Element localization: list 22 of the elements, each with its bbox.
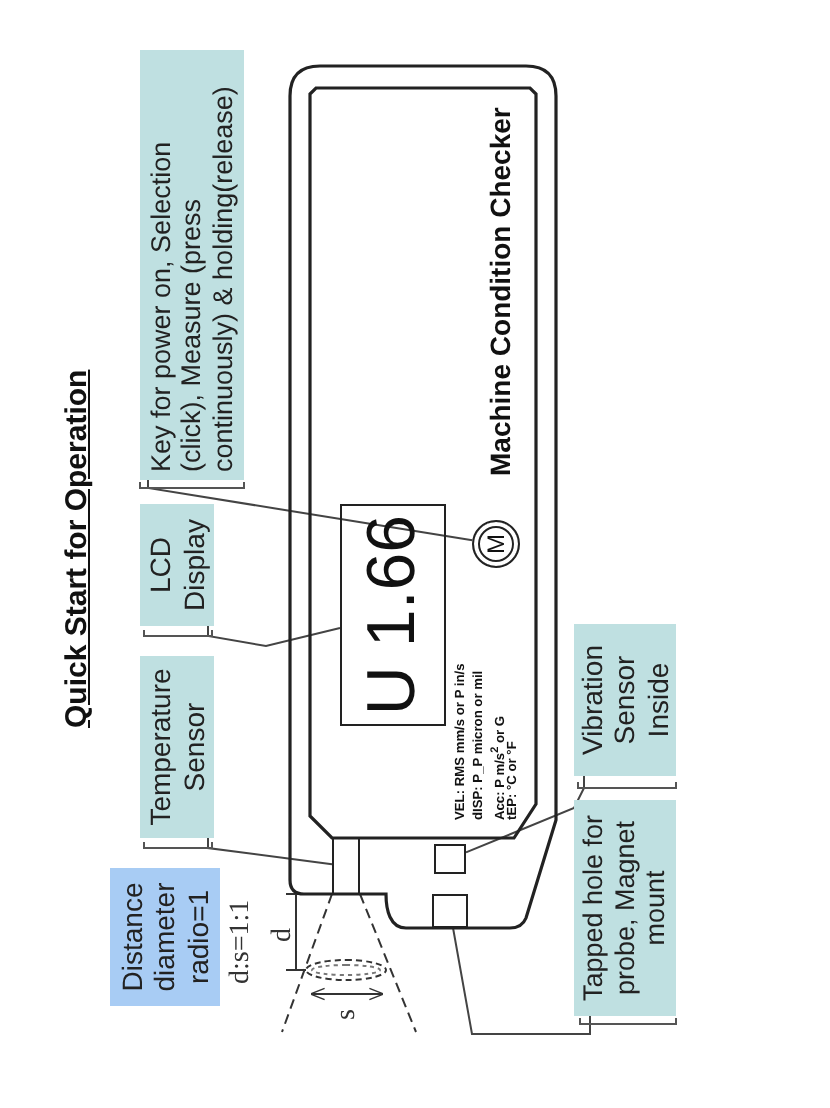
dimension-label: d <box>268 928 300 942</box>
leader-line <box>207 625 341 648</box>
callout-box: Vibration Sensor Inside <box>574 624 676 776</box>
leader-line <box>147 479 474 542</box>
temperature-sensor-window <box>332 838 360 894</box>
callout-box: Key for power on, Selection (click), Measure (press continuously) & holding(release) <box>140 50 244 480</box>
callout-box: Distance diameter radio=1 <box>110 868 220 1006</box>
leader-line <box>465 775 585 854</box>
mount-hole <box>432 894 468 928</box>
device-title: Machine Condition Checker <box>484 105 516 476</box>
callout-box: Temperature Sensor <box>140 656 214 838</box>
m-key-button: M <box>472 520 520 568</box>
lcd-screen <box>340 504 446 726</box>
callout-box: LCD Display <box>140 504 214 626</box>
leader-line <box>207 837 333 866</box>
dimension-label: s <box>332 1009 364 1020</box>
leader-line <box>452 927 591 1035</box>
diagram-title: Quick Start for Operation <box>60 369 94 728</box>
ratio-label: d:s=1:1 <box>226 899 258 984</box>
sensor-marker <box>434 844 466 874</box>
lcd-reading: U 1.66 <box>354 514 432 716</box>
callout-box: Tapped hole for probe, Magnet mount <box>574 800 676 1016</box>
